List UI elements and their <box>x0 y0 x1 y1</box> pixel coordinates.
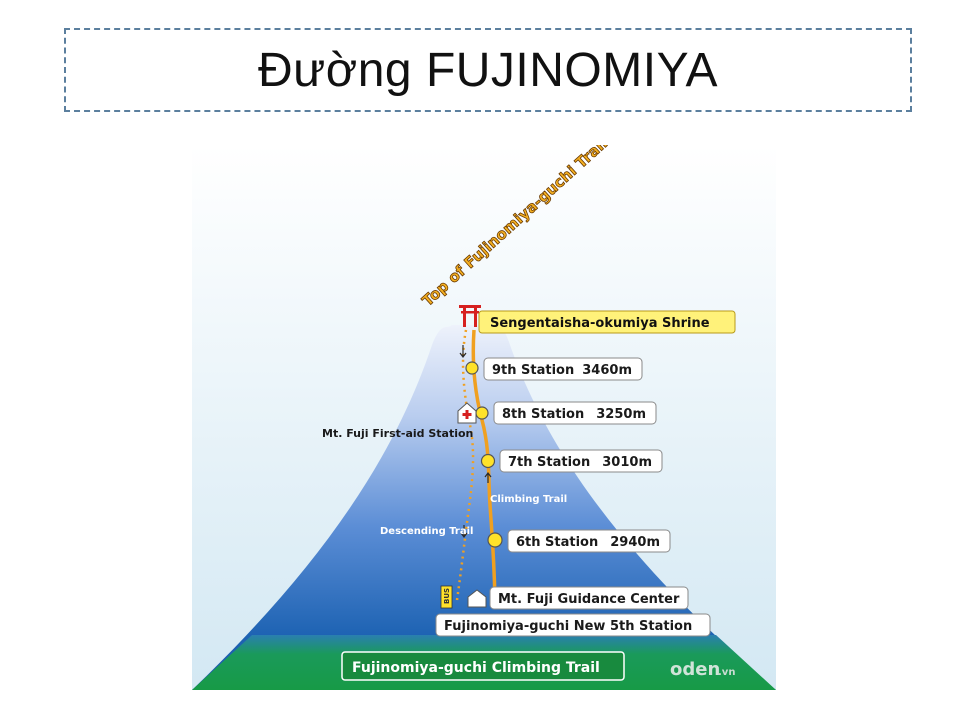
station-6-elevation: 2940m <box>610 535 660 550</box>
slide-title: Đường FUJINOMIYA <box>257 43 719 97</box>
footer-title-box <box>341 651 625 681</box>
climb-arrow-icon <box>484 472 492 483</box>
climbing-trail-label: Climbing Trail <box>490 494 567 505</box>
guidance-center-label-box <box>489 586 689 610</box>
station-7-label: 7th Station 3010m <box>499 449 663 473</box>
footer-title: Fujinomiya-guchi Climbing Trail <box>352 660 600 676</box>
station-9-name: 9th Station <box>492 363 574 378</box>
new-5th-station-label-box <box>435 613 711 637</box>
descending-trail-label: Descending Trail <box>380 526 473 537</box>
slide-title-box: Đường FUJINOMIYA <box>64 28 912 112</box>
station-6-label: 6th Station 2940m <box>507 529 671 553</box>
bus-sign-icon: BUS <box>440 585 453 609</box>
first-aid-house-icon <box>457 402 477 424</box>
new-5th-station-label: Fujinomiya-guchi New 5th Station <box>444 619 692 634</box>
trail-diagram-svg: Top of Fujinomiya-guchi Trail Sengentais… <box>192 145 776 690</box>
trail-diagram: Top of Fujinomiya-guchi Trail Sengentais… <box>192 145 776 690</box>
bus-sign-text: BUS <box>443 588 451 604</box>
shrine-label-box <box>478 310 736 334</box>
guidance-center-label: Mt. Fuji Guidance Center <box>498 592 680 607</box>
first-aid-label: Mt. Fuji First-aid Station <box>322 427 473 440</box>
station-8-dot <box>475 406 489 420</box>
station-6-name: 6th Station <box>516 535 598 550</box>
station-8-label: 8th Station 3250m <box>493 401 657 425</box>
torii-gate-icon <box>459 305 481 327</box>
shrine-label: Sengentaisha-okumiya Shrine <box>490 316 710 331</box>
descend-arrow-icon <box>460 525 468 538</box>
station-8-name: 8th Station <box>502 407 584 422</box>
watermark-logo: oden <box>670 659 720 680</box>
watermark-suffix: .vn <box>718 667 735 678</box>
guidance-center-house-icon <box>467 589 487 608</box>
station-9-dot <box>465 361 479 375</box>
station-7-elevation: 3010m <box>602 455 652 470</box>
station-8-elevation: 3250m <box>596 407 646 422</box>
station-9-label: 9th Station 3460m <box>483 357 643 381</box>
station-6-dot <box>487 532 503 548</box>
station-7-name: 7th Station <box>508 455 590 470</box>
descend-arrow-icon <box>459 345 467 358</box>
station-9-elevation: 3460m <box>582 363 632 378</box>
station-7-dot <box>480 453 496 469</box>
